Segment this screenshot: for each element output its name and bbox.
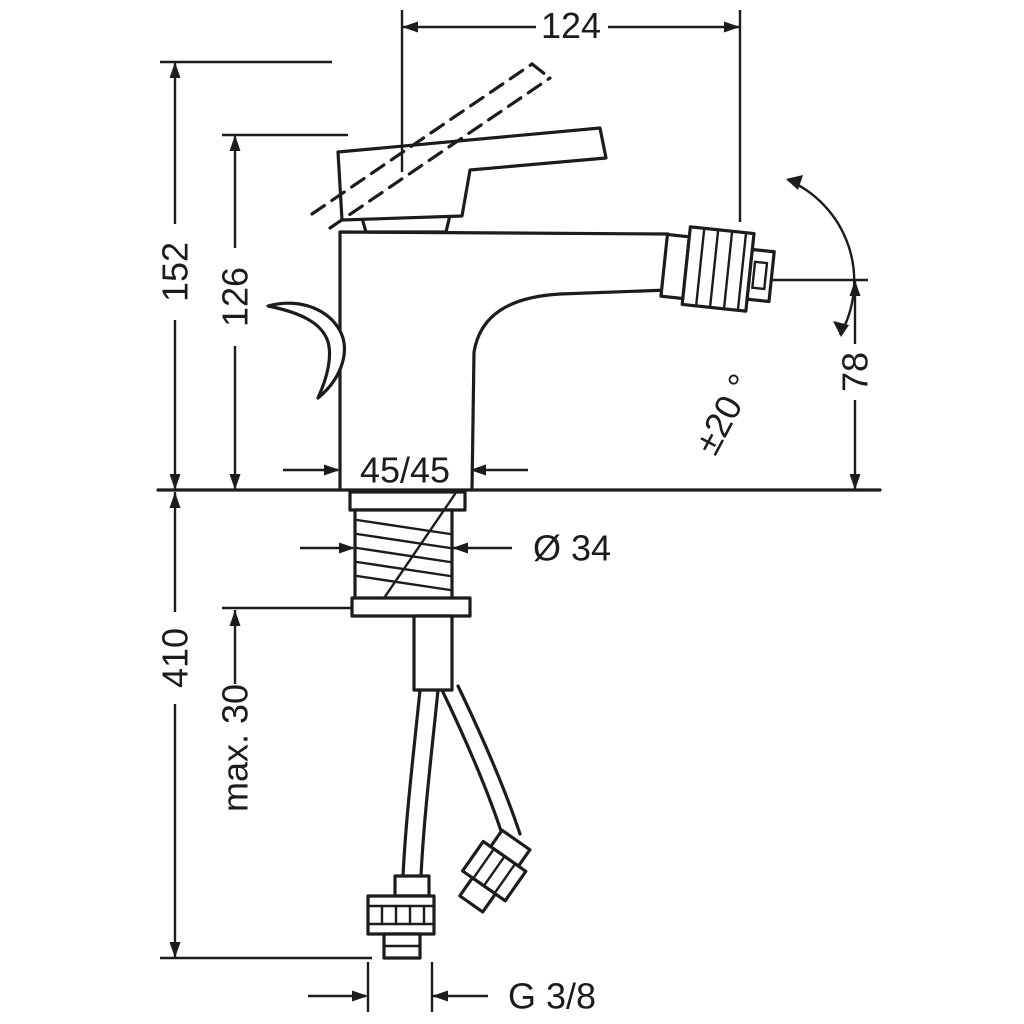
dimension-hole-diameter: Ø 34: [300, 528, 611, 569]
dim-label-126: 126: [215, 267, 256, 327]
dim-label-45-45: 45/45: [360, 450, 450, 491]
arrowhead: [402, 21, 418, 33]
dim-label-max-30: max. 30: [215, 684, 256, 812]
arrowhead: [229, 135, 241, 151]
arrowhead: [169, 492, 181, 508]
dim-label-152: 152: [155, 242, 196, 302]
mounting-shank: [348, 490, 472, 692]
arrowhead: [724, 21, 740, 33]
hose-nut-angled: [458, 828, 532, 914]
arrowhead: [169, 474, 181, 490]
hose-nut-bottom: [366, 874, 436, 960]
shank-tube: [412, 614, 454, 692]
arrowhead: [229, 610, 241, 626]
handle-raised-dashed: [310, 62, 552, 230]
lever-swing-crescent: [266, 301, 346, 400]
mounting-flange: [350, 596, 472, 618]
hose-left-edge2: [419, 688, 440, 878]
arrowhead: [324, 464, 340, 476]
swivel-aerator: [659, 225, 776, 313]
dimension-126: 126: [215, 133, 348, 490]
dimension-152: 152: [155, 60, 332, 490]
dimension-45-45: 45/45: [283, 450, 528, 491]
arrowhead: [229, 474, 241, 490]
dim-label-124: 124: [541, 5, 601, 46]
arrowhead: [452, 542, 468, 554]
dimension-max-30: max. 30: [215, 606, 352, 812]
arrowhead: [470, 464, 486, 476]
thread-hatching: [355, 492, 457, 606]
arrowhead: [339, 542, 355, 554]
arrowhead: [352, 990, 368, 1002]
dim-label-hole-diameter: Ø 34: [533, 528, 611, 569]
dimension-78: 78: [770, 278, 876, 490]
arrowhead: [169, 942, 181, 958]
hose-right-edge2: [456, 684, 522, 836]
arrowhead: [432, 990, 448, 1002]
dim-label-g38: G 3/8: [508, 976, 596, 1017]
faucet-drawing: [156, 62, 882, 960]
base-plate: [348, 490, 467, 512]
supply-hoses: [366, 684, 532, 960]
swivel-arc: [787, 178, 856, 336]
arrowhead: [849, 474, 861, 490]
dimension-g38: G 3/8: [308, 962, 596, 1017]
dim-label-78: 78: [835, 352, 876, 392]
hose-right-edge: [440, 688, 506, 842]
arrowhead: [833, 321, 849, 337]
dimension-124: 124: [400, 5, 742, 222]
dimension-410: 410: [155, 492, 372, 960]
dim-label-410: 410: [155, 628, 196, 688]
hose-left-edge: [401, 688, 422, 878]
arrowhead: [786, 175, 803, 190]
mixer-body: [338, 230, 670, 492]
arrowhead: [169, 62, 181, 78]
